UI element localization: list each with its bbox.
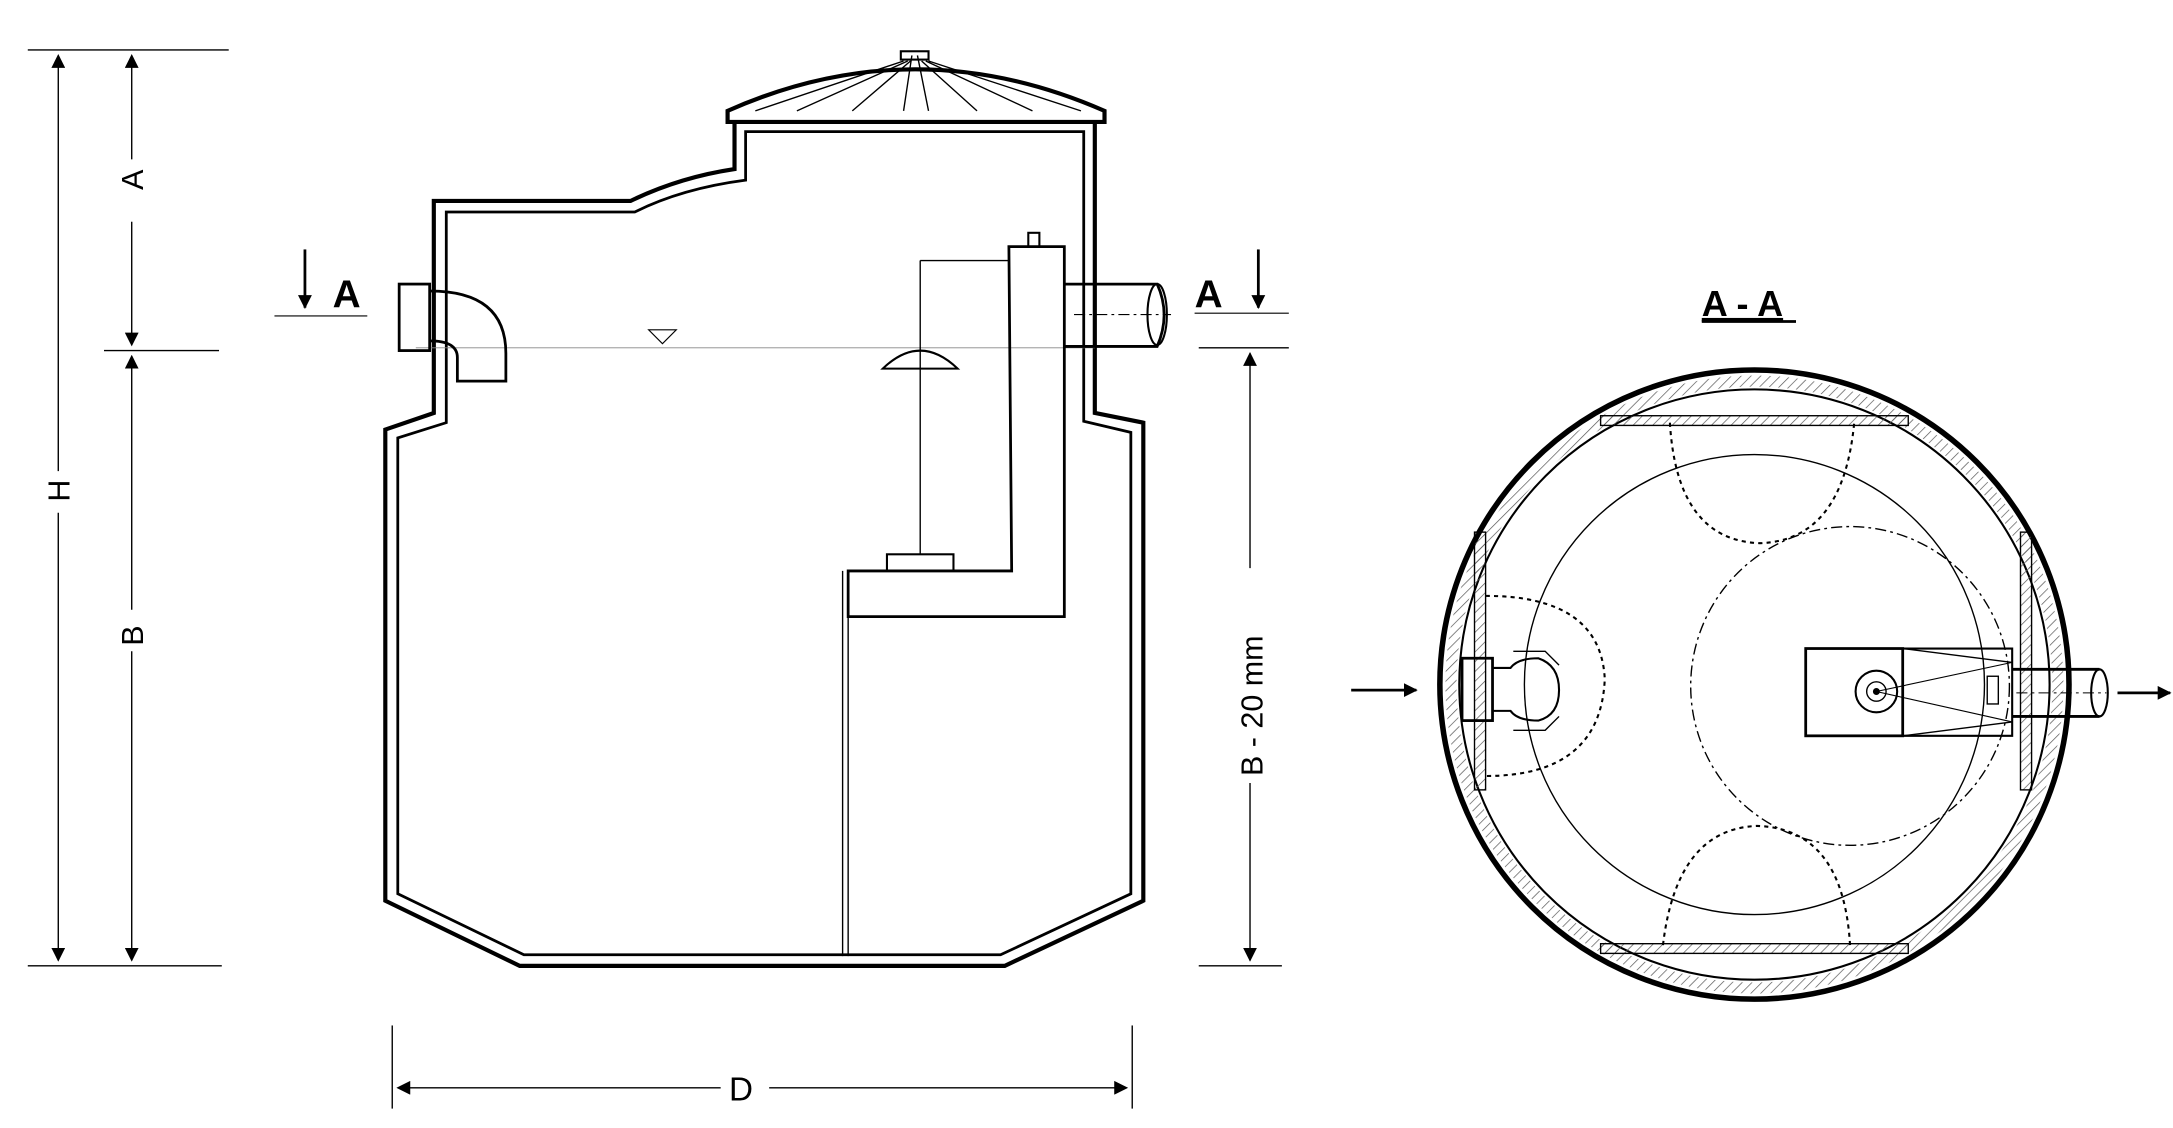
dim-a-label: A xyxy=(116,169,150,190)
dim-d-label: D xyxy=(729,1071,753,1108)
section-marker-right: A xyxy=(1194,249,1289,317)
dim-h-label: H xyxy=(42,480,76,502)
dim-b-minus-label: B - 20 mm xyxy=(1235,635,1269,776)
dimension-d xyxy=(391,1025,1133,1109)
section-title: A - A xyxy=(1702,283,1783,324)
tank-plan-view xyxy=(1437,367,2109,1002)
tank-side-view xyxy=(383,50,1172,968)
section-a-right-label: A xyxy=(1195,274,1223,317)
section-a-left-label: A xyxy=(333,274,361,317)
dim-b-label: B xyxy=(116,625,150,645)
dimension-lines-left xyxy=(27,49,229,967)
dimension-b-minus-20 xyxy=(1198,347,1289,967)
section-marker-left: A xyxy=(274,249,368,317)
